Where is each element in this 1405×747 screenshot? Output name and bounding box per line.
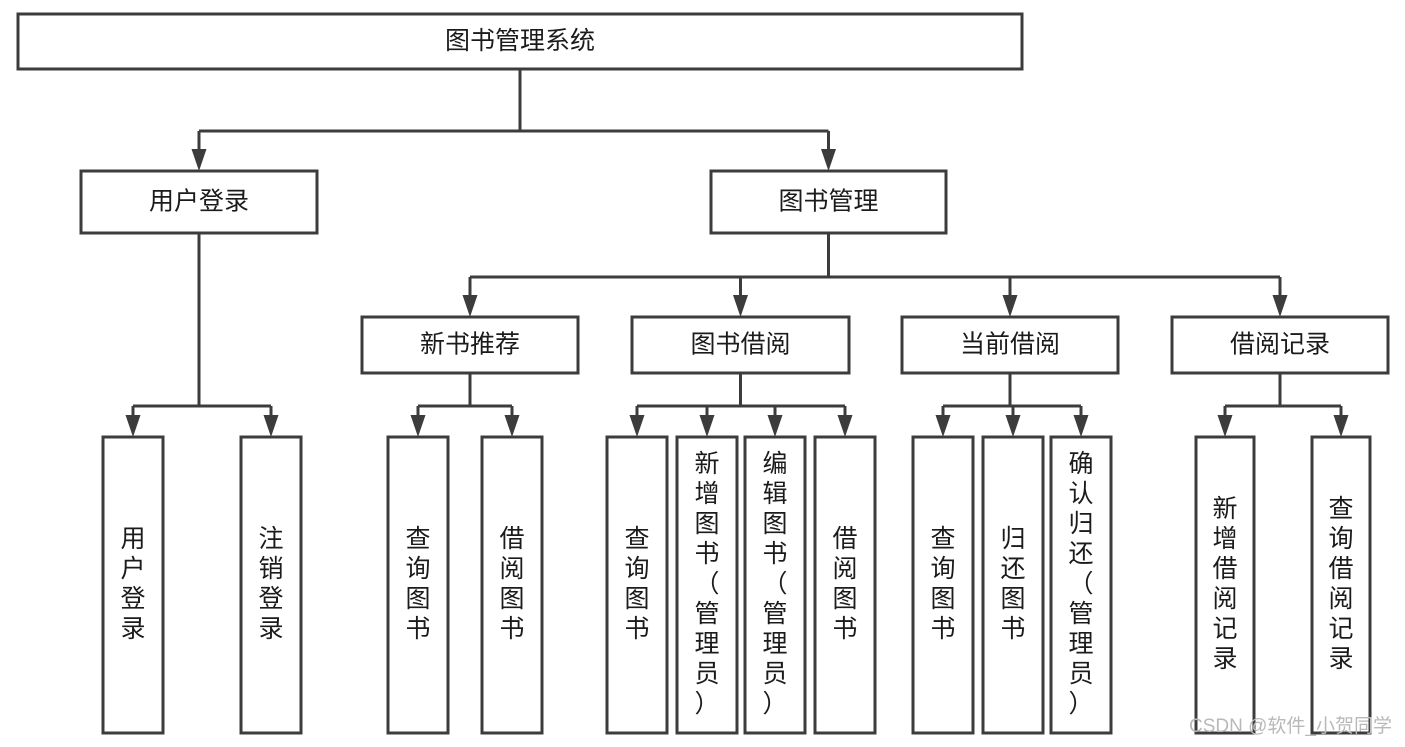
node-box[interactable] — [1170, 315, 1390, 375]
arrow-head-icon — [462, 295, 478, 317]
connector-group — [935, 373, 1089, 437]
node-box[interactable] — [675, 435, 739, 735]
csdn-watermark: CSDN @软件_小贺同学 — [1189, 715, 1392, 737]
node-leaf-user-login[interactable]: 用户登录 — [101, 435, 165, 735]
arrow-head-icon — [1073, 415, 1089, 437]
node-box[interactable] — [480, 435, 544, 735]
node-box[interactable] — [239, 435, 303, 735]
connector-group — [410, 373, 520, 437]
node-box[interactable] — [813, 435, 877, 735]
arrow-head-icon — [629, 415, 645, 437]
node-leaf-logout[interactable]: 注销登录 — [239, 435, 303, 735]
arrow-head-icon — [1005, 415, 1021, 437]
node-label: 图书借阅 — [690, 331, 790, 359]
node-layer: 图书管理系统用户登录图书管理新书推荐图书借阅当前借阅借阅记录用户登录注销登录查询… — [16, 12, 1390, 735]
node-leaf-query-book-current[interactable]: 查询图书 — [911, 435, 975, 735]
connector-group — [629, 373, 853, 437]
arrow-head-icon — [699, 415, 715, 437]
node-label: 图书管理系统 — [445, 27, 595, 55]
node-leaf-borrow-book[interactable]: 借阅图书 — [813, 435, 877, 735]
node-box[interactable] — [1049, 435, 1113, 735]
node-leaf-add-book[interactable]: 新增图书（管理员） — [675, 435, 739, 735]
node-label: 查询借阅记录 — [1328, 495, 1353, 673]
node-leaf-return-book[interactable]: 归还图书 — [981, 435, 1045, 735]
arrow-head-icon — [1333, 415, 1349, 437]
node-label: 借阅记录 — [1230, 331, 1330, 359]
connector-group — [1217, 373, 1349, 437]
node-box[interactable] — [743, 435, 807, 735]
node-label: 编辑图书（管理员） — [762, 450, 787, 718]
node-borrow-record[interactable]: 借阅记录 — [1170, 315, 1390, 375]
node-box[interactable] — [360, 315, 580, 375]
node-box[interactable] — [101, 435, 165, 735]
arrow-head-icon — [1217, 415, 1233, 437]
node-box[interactable] — [79, 169, 319, 235]
node-box[interactable] — [16, 12, 1024, 71]
node-leaf-edit-book[interactable]: 编辑图书（管理员） — [743, 435, 807, 735]
node-label: 新书推荐 — [420, 331, 520, 359]
arrow-head-icon — [767, 415, 783, 437]
node-label: 查询图书 — [930, 525, 955, 643]
node-leaf-query-record[interactable]: 查询借阅记录 — [1310, 435, 1372, 735]
node-box[interactable] — [386, 435, 450, 735]
node-label: 新增借阅记录 — [1212, 495, 1237, 673]
arrow-head-icon — [1002, 295, 1018, 317]
node-new-book-rec[interactable]: 新书推荐 — [360, 315, 580, 375]
node-book-manage[interactable]: 图书管理 — [709, 169, 948, 235]
node-label: 用户登录 — [149, 188, 249, 216]
node-book-borrow[interactable]: 图书借阅 — [630, 315, 851, 375]
node-box[interactable] — [1194, 435, 1256, 735]
node-box[interactable] — [900, 315, 1120, 375]
connector-layer — [125, 69, 1349, 437]
node-leaf-query-book-borrow[interactable]: 查询图书 — [605, 435, 669, 735]
connector-group — [191, 69, 836, 171]
arrow-head-icon — [504, 415, 520, 437]
node-label: 确认归还（管理员） — [1068, 450, 1093, 718]
node-label: 查询图书 — [624, 525, 649, 643]
arrow-head-icon — [410, 415, 426, 437]
arrow-head-icon — [935, 415, 951, 437]
node-label: 新增图书（管理员） — [694, 450, 719, 718]
node-box[interactable] — [981, 435, 1045, 735]
connector-group — [462, 233, 1288, 317]
arrow-head-icon — [125, 415, 141, 437]
arrow-head-icon — [1272, 295, 1288, 317]
node-label: 用户登录 — [120, 525, 145, 643]
node-root[interactable]: 图书管理系统 — [16, 12, 1024, 71]
node-label: 当前借阅 — [960, 331, 1060, 359]
node-user-login[interactable]: 用户登录 — [79, 169, 319, 235]
node-box[interactable] — [630, 315, 851, 375]
node-label: 注销登录 — [258, 525, 283, 643]
node-leaf-borrow-book-rec[interactable]: 借阅图书 — [480, 435, 544, 735]
node-box[interactable] — [709, 169, 948, 235]
arrow-head-icon — [191, 149, 207, 171]
arrow-head-icon — [821, 149, 836, 171]
node-leaf-query-book-rec[interactable]: 查询图书 — [386, 435, 450, 735]
node-current-borrow[interactable]: 当前借阅 — [900, 315, 1120, 375]
node-box[interactable] — [1310, 435, 1372, 735]
node-leaf-add-record[interactable]: 新增借阅记录 — [1194, 435, 1256, 735]
arrow-head-icon — [263, 415, 279, 437]
node-label: 借阅图书 — [499, 525, 524, 643]
node-box[interactable] — [605, 435, 669, 735]
node-label: 图书管理 — [778, 188, 878, 216]
connector-group — [125, 233, 279, 437]
node-box[interactable] — [911, 435, 975, 735]
node-label: 查询图书 — [405, 525, 430, 643]
arrow-head-icon — [837, 415, 853, 437]
node-leaf-confirm-return[interactable]: 确认归还（管理员） — [1049, 435, 1113, 735]
node-label: 借阅图书 — [832, 525, 857, 643]
node-label: 归还图书 — [1000, 525, 1025, 643]
arrow-head-icon — [733, 295, 748, 317]
